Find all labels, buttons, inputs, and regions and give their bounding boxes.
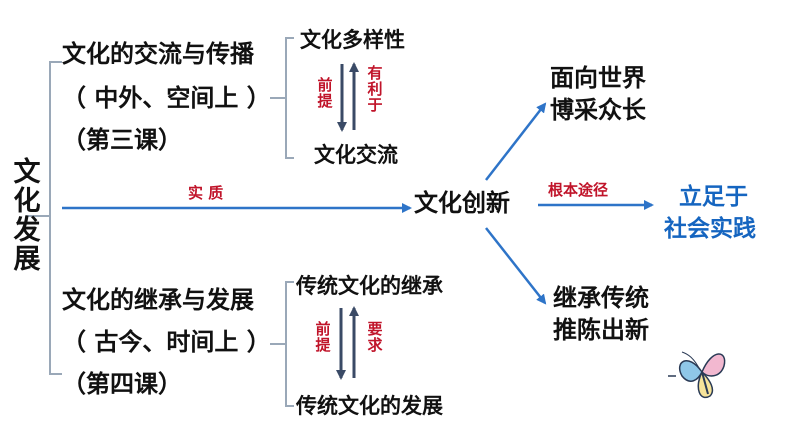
root-node-文化发展: 文 化 发 展 [13,157,41,276]
butterfly-icon [668,351,726,399]
lower-branch-scope: （ 古今、时间上 ） [62,328,271,356]
lower-bottom-node: 传统文化的发展 [296,394,443,418]
lower-branch-lesson: （第四课） [62,370,182,398]
main-bracket [49,61,62,375]
essence-label: 实 质 [188,184,224,202]
up-arrow [485,102,547,181]
lower-top-node: 传统文化的继承 [296,274,443,298]
goal-line2: 社会实践 [664,216,756,242]
upper-branch-lesson: （第三课） [62,126,182,154]
down-node-line1: 继承传统 [553,284,649,312]
upper-right-relation: 有 利 于 [367,64,383,114]
lower-left-relation: 前 提 [315,320,331,354]
goal-line1: 立足于 [679,184,748,210]
lower-right-relation: 要 求 [367,320,383,354]
lower-branch-title: 文化的继承与发展 [62,286,254,314]
upper-branch-scope: （ 中外、空间上 ） [62,84,271,112]
lower-bracket [285,281,294,407]
down-node-line2: 推陈出新 [553,316,649,344]
upper-left-relation: 前 提 [317,76,333,110]
path-label: 根本途径 [548,181,609,199]
center-node-文化创新: 文化创新 [414,189,510,217]
upper-top-node: 文化多样性 [300,28,405,52]
upper-bottom-node: 文化交流 [314,143,398,167]
down-arrow [485,227,547,305]
up-node-line2: 博采众长 [550,96,646,124]
upper-branch-title: 文化的交流与传播 [62,40,254,68]
upper-bracket [285,37,294,159]
up-node-line1: 面向世界 [550,64,646,92]
